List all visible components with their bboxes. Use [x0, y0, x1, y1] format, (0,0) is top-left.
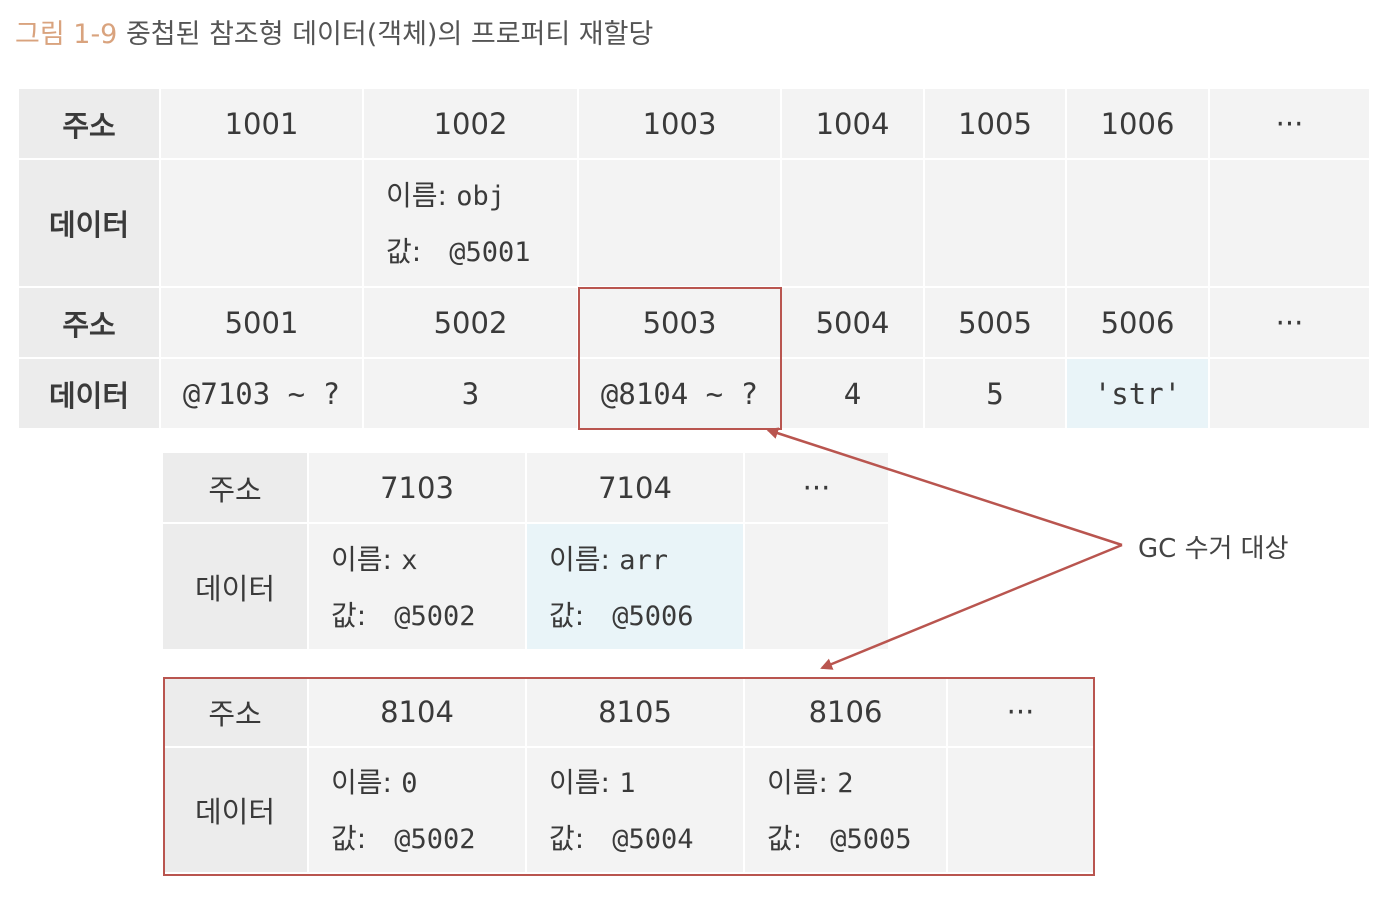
- data-cell-1: 이름: 1 값: @5004: [527, 748, 745, 874]
- address-header: 주소: [163, 453, 309, 524]
- data-cell-2: 이름: 2 값: @5005: [745, 748, 948, 874]
- value-label: 값:: [767, 822, 803, 855]
- arrow-to-8104: [820, 543, 1123, 670]
- name-label: 이름:: [331, 542, 392, 576]
- ellipsis: ···: [1210, 89, 1371, 160]
- address-cell: 1001: [161, 89, 364, 160]
- data-cell: [161, 160, 364, 288]
- address-cell: 1003: [579, 89, 782, 160]
- address-header: 주소: [19, 89, 161, 160]
- value-label: 값:: [331, 822, 367, 855]
- gc-target-label: GC 수거 대상: [1138, 534, 1289, 564]
- memory-table-8104: 주소 8104 8105 8106 ··· 데이터 이름: 0 값:@5002 …: [163, 677, 1095, 874]
- ellipsis: ···: [948, 677, 1095, 748]
- data-cell: 3: [364, 359, 579, 430]
- value-label: 값:: [549, 822, 585, 855]
- value-ref: @5006: [612, 600, 694, 632]
- address-header: 주소: [19, 288, 161, 359]
- data-cell: [1210, 160, 1371, 288]
- memory-table-7103: 주소 7103 7104 ··· 데이터 이름: x 값: @5002 이름: a…: [163, 453, 890, 651]
- name-value: x: [401, 544, 418, 576]
- arrow-to-5003: [766, 427, 1123, 547]
- name-label: 이름:: [331, 766, 392, 799]
- name-label: 이름:: [767, 766, 828, 799]
- address-cell: 8105: [527, 677, 745, 748]
- data-cell-x: 이름: x 값: @5002: [309, 524, 527, 651]
- data-cell-string: 'str': [1067, 359, 1210, 430]
- data-cell: [1210, 359, 1371, 430]
- address-cell: 8104: [309, 677, 527, 748]
- data-cell-obj: 이름: obj 값: @5001: [364, 160, 579, 288]
- data-cell: [782, 160, 925, 288]
- data-header: 데이터: [163, 524, 309, 651]
- value-label: 값:: [331, 598, 367, 632]
- data-header: 데이터: [19, 359, 161, 430]
- data-cell: @8104 ~ ?: [579, 359, 782, 430]
- address-cell: 5004: [782, 288, 925, 359]
- memory-table-top: 주소 1001 1002 1003 1004 1005 1006 ··· 데이터…: [19, 89, 1371, 430]
- name-value: obj: [456, 181, 505, 212]
- data-cell: [1067, 160, 1210, 288]
- address-cell: 1002: [364, 89, 579, 160]
- value-label: 값:: [549, 598, 585, 632]
- figure-number: 그림 1-9: [15, 19, 118, 50]
- address-header: 주소: [163, 677, 309, 748]
- address-cell: 5005: [925, 288, 1067, 359]
- data-cell-arr: 이름: arr 값: @5006: [527, 524, 745, 651]
- address-cell: 7103: [309, 453, 527, 524]
- address-cell: 5002: [364, 288, 579, 359]
- data-cell: [948, 748, 1095, 874]
- value-ref: @5001: [449, 237, 531, 268]
- name-label: 이름:: [549, 766, 610, 799]
- data-cell: 4: [782, 359, 925, 430]
- data-header: 데이터: [19, 160, 161, 288]
- data-cell: @7103 ~ ?: [161, 359, 364, 430]
- figure-caption: 중첩된 참조형 데이터(객체)의 프로퍼티 재할당: [125, 19, 654, 50]
- address-cell: 5003: [579, 288, 782, 359]
- value-ref: @5002: [394, 824, 476, 855]
- address-cell: 1006: [1067, 89, 1210, 160]
- name-label: 이름:: [386, 179, 447, 212]
- value-ref: @5002: [394, 600, 476, 632]
- address-cell: 7104: [527, 453, 745, 524]
- value-ref: @5005: [830, 824, 912, 855]
- name-value: 2: [837, 768, 854, 799]
- data-header: 데이터: [163, 748, 309, 874]
- value-label: 값:: [386, 235, 422, 268]
- address-cell: 8106: [745, 677, 948, 748]
- address-cell: 1004: [782, 89, 925, 160]
- name-label: 이름:: [549, 542, 610, 576]
- name-value: 0: [401, 768, 418, 799]
- value-ref: @5004: [612, 824, 694, 855]
- ellipsis: ···: [1210, 288, 1371, 359]
- ellipsis: ···: [745, 453, 890, 524]
- figure-title: 그림 1-9 중첩된 참조형 데이터(객체)의 프로퍼티 재할당: [15, 12, 653, 51]
- address-cell: 1005: [925, 89, 1067, 160]
- address-cell: 5001: [161, 288, 364, 359]
- address-cell: 5006: [1067, 288, 1210, 359]
- name-value: 1: [619, 768, 636, 799]
- data-cell: 5: [925, 359, 1067, 430]
- data-cell: [925, 160, 1067, 288]
- data-cell: [745, 524, 890, 651]
- data-cell-0: 이름: 0 값: @5002: [309, 748, 527, 874]
- name-value: arr: [619, 544, 668, 576]
